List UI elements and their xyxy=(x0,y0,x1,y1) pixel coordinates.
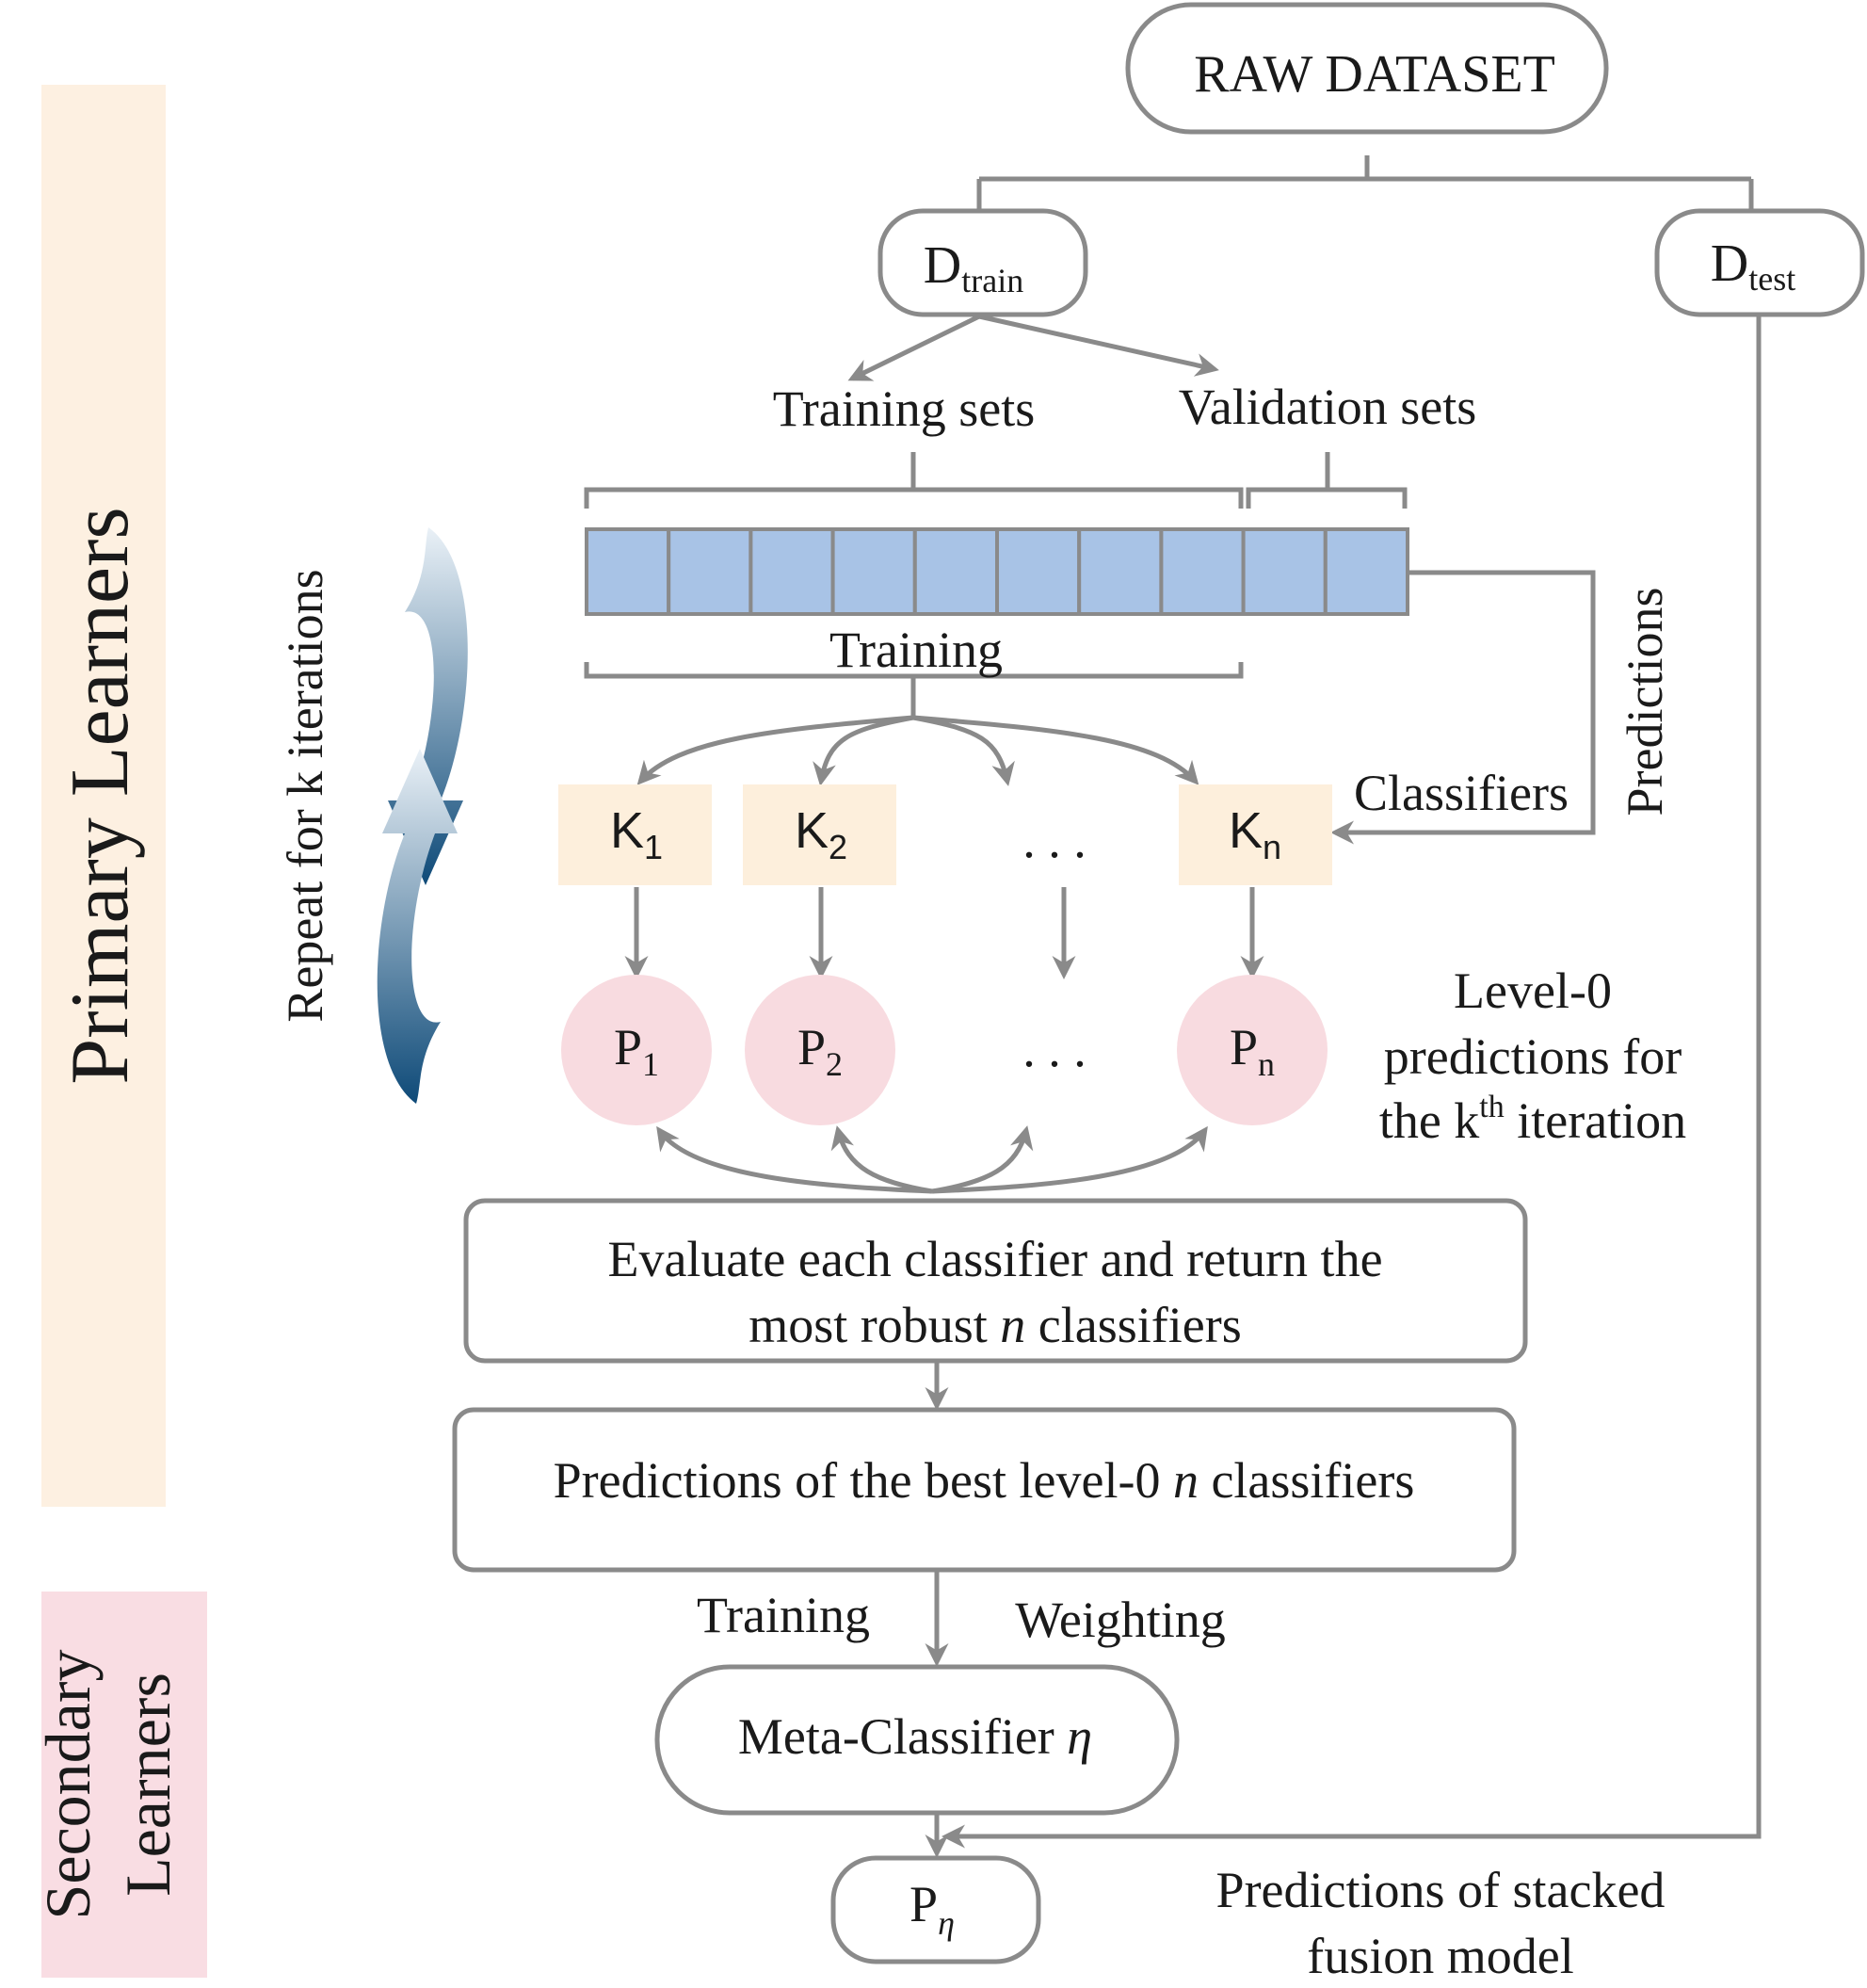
fold-cell xyxy=(1241,527,1328,616)
fold-cell xyxy=(830,527,917,616)
arrow-to-validation-sets xyxy=(978,314,1219,377)
training-sets-label: Training sets xyxy=(773,380,1036,437)
classifier-ellipsis: . . . xyxy=(1022,812,1086,868)
level0-note-line3: the kth iteration xyxy=(1379,1090,1686,1149)
fold-cell xyxy=(585,527,671,616)
secondary-learners-band xyxy=(41,1592,207,1978)
meta-classifier-label: Meta-Classifier η xyxy=(738,1708,1092,1765)
repeat-iterations-label: Repeat for k iterations xyxy=(277,569,333,1022)
raw-dataset-label: RAW DATASET xyxy=(1194,45,1555,104)
evaluate-classifiers-box xyxy=(463,1198,1528,1364)
classifier-k1-label: K1 xyxy=(610,802,663,866)
classifier-fanout-arrows xyxy=(636,715,1199,786)
prediction-p2-label: P2 xyxy=(797,1019,843,1083)
dataset-split-connector xyxy=(976,155,1754,209)
classifier-k2-label: K2 xyxy=(795,802,847,866)
test-data-path-arrow xyxy=(942,316,1762,1849)
classifier-k1 xyxy=(558,784,712,885)
d-test-node xyxy=(1654,208,1865,317)
training-sets-brace xyxy=(584,452,1244,509)
classifier-kn-label: Kn xyxy=(1229,802,1281,866)
predictions-merge-arrows xyxy=(656,1125,1208,1194)
best-predictions-box xyxy=(452,1407,1517,1573)
d-train-node xyxy=(877,208,1088,317)
final-note-line2: fusion model xyxy=(1307,1928,1573,1984)
training-brace xyxy=(584,662,1244,718)
meta-classifier-node xyxy=(654,1664,1180,1816)
arrow-to-training-sets xyxy=(847,314,981,381)
validation-sets-label: Validation sets xyxy=(1179,379,1476,435)
fold-cell xyxy=(1159,527,1246,616)
d-test-label: Dtest xyxy=(1711,234,1795,298)
training-flow-label: Training xyxy=(697,1587,870,1643)
prediction-pn xyxy=(1177,975,1328,1125)
classifiers-label: Classifiers xyxy=(1354,765,1569,821)
classifier-k2 xyxy=(743,784,896,885)
iteration-cycle-icon xyxy=(377,527,468,1104)
prediction-ellipsis: . . . xyxy=(1022,1021,1086,1077)
fold-cell xyxy=(748,527,835,616)
prediction-p1-label: P1 xyxy=(614,1019,659,1083)
secondary-learners-label-line2: Learners xyxy=(112,1673,184,1897)
cross-validation-folds xyxy=(585,527,1410,616)
d-train-label: Dtrain xyxy=(924,236,1023,299)
fold-cell xyxy=(912,527,999,616)
prediction-pn-label: Pn xyxy=(1230,1019,1275,1083)
fold-cell xyxy=(995,527,1082,616)
classifier-kn xyxy=(1179,784,1332,885)
training-fold-label: Training xyxy=(829,622,1003,678)
final-note-line1: Predictions of stacked xyxy=(1216,1862,1666,1918)
raw-dataset-node xyxy=(1125,2,1609,135)
evaluate-line2: most robust n classifiers xyxy=(748,1297,1241,1353)
classifier-to-prediction-arrows xyxy=(624,887,1264,979)
prediction-p2 xyxy=(745,975,895,1125)
primary-learners-label: Primary Learners xyxy=(55,507,146,1084)
predictions-side-label: Predictions xyxy=(1617,588,1673,816)
fold-cell xyxy=(1077,527,1164,616)
level0-note-line1: Level-0 xyxy=(1454,962,1612,1019)
final-prediction-label: Pη xyxy=(909,1876,955,1942)
predictions-feedback-arrow xyxy=(1330,570,1596,845)
evaluate-line1: Evaluate each classifier and return the xyxy=(607,1231,1382,1287)
fold-cell xyxy=(667,527,753,616)
secondary-learners-label-line1: Secondary xyxy=(32,1649,104,1919)
fold-cell xyxy=(1323,527,1410,616)
validation-sets-brace xyxy=(1246,452,1408,509)
final-prediction-node xyxy=(830,1855,1041,1964)
primary-learners-band xyxy=(41,85,166,1507)
level0-note-line2: predictions for xyxy=(1384,1028,1682,1085)
best-predictions-label: Predictions of the best level-0 n classi… xyxy=(554,1452,1415,1509)
prediction-p1 xyxy=(561,975,712,1125)
weighting-flow-label: Weighting xyxy=(1015,1592,1226,1648)
